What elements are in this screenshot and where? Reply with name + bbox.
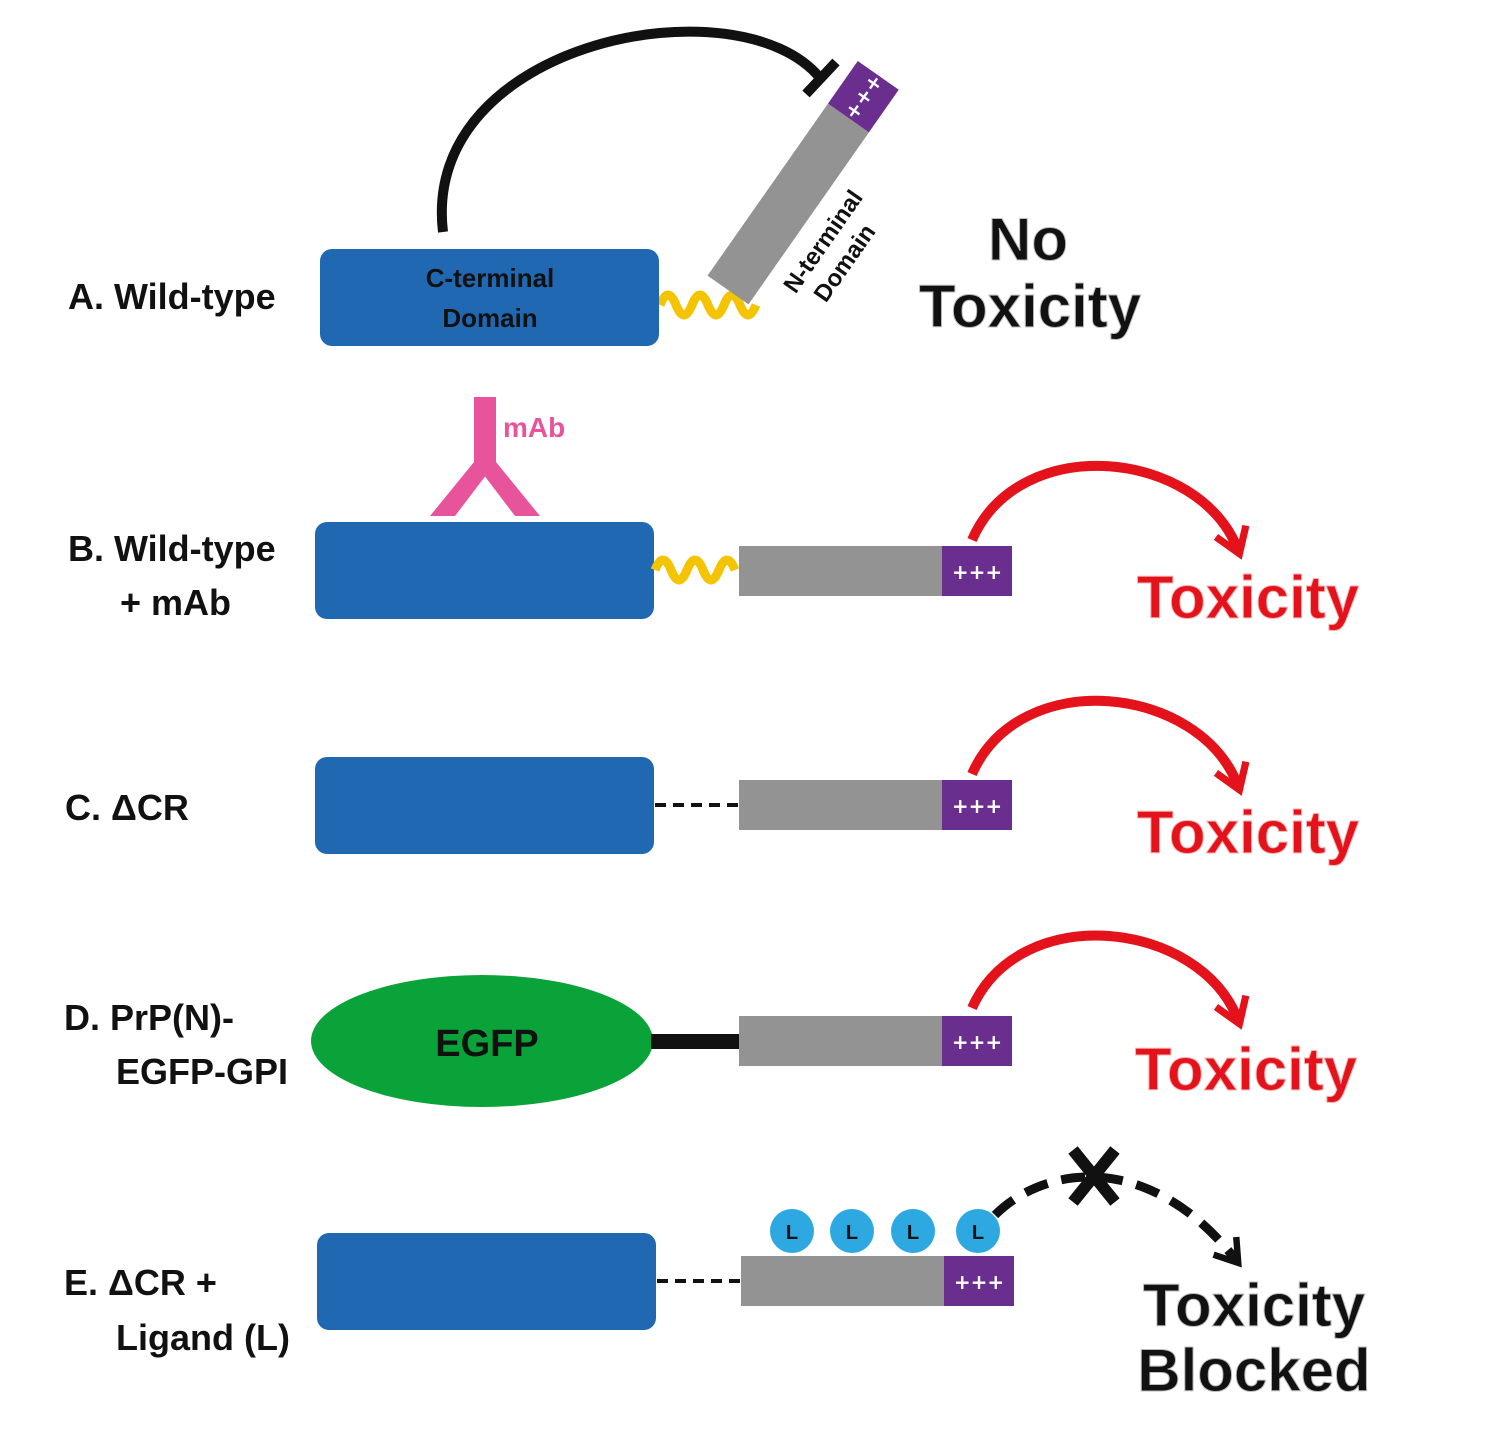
inhibition-arc [436, 26, 824, 233]
ligand-label: L [907, 1222, 919, 1244]
n-terminal-domain [707, 103, 869, 305]
row-d-prp-n-egfp-gpi: D. PrP(N)- EGFP-GPI EGFP +++ Toxicity [64, 930, 1358, 1107]
row-b-label-line2: + mAb [120, 582, 231, 623]
outcome-toxicity: Toxicity [1137, 799, 1360, 866]
outcome-toxicity: Toxicity [1135, 1036, 1358, 1103]
ligand-label: L [846, 1222, 858, 1244]
c-terminal-domain [315, 757, 654, 854]
row-b-wild-type-mab: B. Wild-type + mAb mAb +++ Toxicity [68, 397, 1360, 632]
n-terminal-domain-group: +++ N-terminal Domain [707, 61, 899, 307]
c-terminal-domain [317, 1233, 656, 1330]
charge-label: +++ [952, 794, 1002, 818]
x-mark-icon [1068, 1146, 1120, 1206]
egfp-label: EGFP [435, 1023, 538, 1065]
solid-linker [651, 1034, 741, 1049]
row-e-delta-cr-ligand: E. ΔCR + Ligand (L) +++ L L L L Toxicity [64, 1146, 1371, 1405]
ligand-icon [891, 1209, 935, 1253]
n-terminal-domain [739, 780, 942, 830]
ligand-icon [956, 1209, 1000, 1253]
positive-charge-region [942, 546, 1012, 596]
flexible-linker [655, 290, 761, 320]
ligand-icon [770, 1209, 814, 1253]
outcome-toxicity: Toxicity [1143, 1272, 1366, 1339]
toxicity-arrow [967, 695, 1250, 796]
outcome-toxicity: Toxicity [919, 273, 1142, 340]
ligand-3: L [956, 1209, 1000, 1253]
ligand-1: L [830, 1209, 874, 1253]
ligand-0: L [770, 1209, 814, 1253]
antibody-icon [430, 397, 540, 516]
charge-label: +++ [954, 1270, 1004, 1294]
inhibition-bar [802, 58, 840, 98]
blocked-arrow [991, 1172, 1242, 1268]
c-terminal-domain [320, 249, 659, 346]
row-c-delta-cr: C. ΔCR +++ Toxicity [65, 695, 1360, 867]
row-e-label-line1: E. ΔCR + [64, 1262, 217, 1303]
row-a-label: A. Wild-type [68, 276, 276, 317]
row-b-label-line1: B. Wild-type [68, 528, 276, 569]
charge-label: +++ [952, 560, 1002, 584]
n-terminal-domain [739, 546, 942, 596]
c-domain-label-line2: Domain [442, 303, 537, 333]
outcome-toxicity: Toxicity [1137, 564, 1360, 631]
ligand-label: L [972, 1222, 984, 1244]
row-e-label-line2: Ligand (L) [116, 1317, 290, 1358]
n-terminal-domain [741, 1256, 944, 1306]
positive-charge-region [942, 1016, 1012, 1066]
row-d-label-line2: EGFP-GPI [116, 1051, 288, 1092]
flexible-linker [650, 555, 740, 585]
positive-charge-region [827, 61, 899, 133]
row-c-label: C. ΔCR [65, 787, 189, 828]
ligand-label: L [786, 1222, 798, 1244]
egfp-domain [311, 975, 653, 1107]
toxicity-arrow [967, 930, 1250, 1030]
outcome-blocked: Blocked [1137, 1337, 1370, 1404]
outcome-no: No [988, 206, 1068, 273]
toxicity-arrow [967, 460, 1250, 560]
positive-charge-region [942, 780, 1012, 830]
c-domain-label-line1: C-terminal [426, 263, 555, 293]
c-terminal-domain [315, 522, 654, 619]
antibody-label: mAb [503, 412, 565, 443]
ligand-2: L [891, 1209, 935, 1253]
ligand-icon [830, 1209, 874, 1253]
n-terminal-domain [739, 1016, 942, 1066]
positive-charge-region [944, 1256, 1014, 1306]
row-a-wild-type: A. Wild-type C-terminal Domain +++ N-ter… [68, 26, 1142, 346]
row-d-label-line1: D. PrP(N)- [64, 997, 234, 1038]
charge-label: +++ [952, 1030, 1002, 1054]
